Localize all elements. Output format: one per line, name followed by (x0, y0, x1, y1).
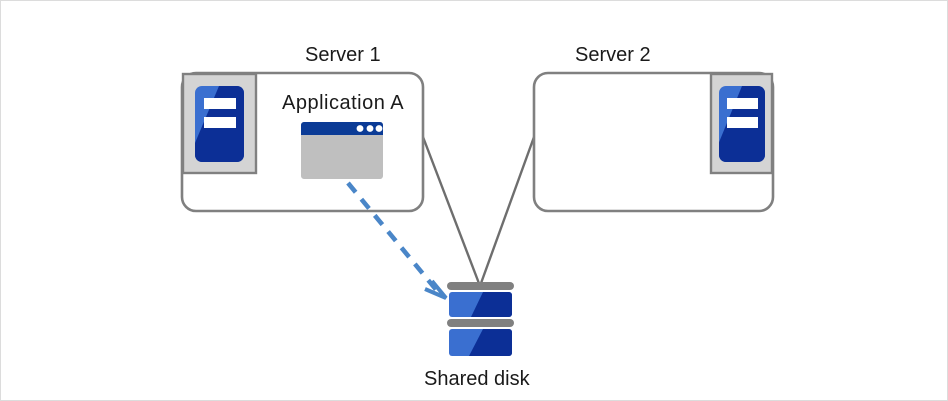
dashed-arrow-app-to-disk (346, 181, 448, 300)
server-icon (181, 72, 258, 175)
application-label: Application A (282, 92, 405, 114)
server-icon (709, 72, 774, 175)
application-window-icon (301, 122, 383, 179)
shared-disk-label: Shared disk (424, 368, 530, 390)
server2-label: Server 2 (575, 44, 651, 66)
connector-server2-to-disk (478, 136, 536, 287)
connector-server1-to-disk (421, 136, 482, 287)
server1-label: Server 1 (305, 44, 381, 66)
disk-stack-icon (447, 282, 514, 356)
